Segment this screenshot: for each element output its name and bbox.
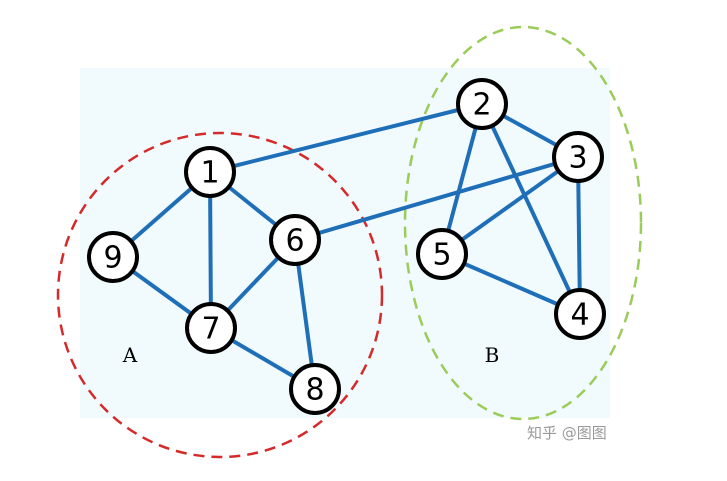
- node-circle-2: [456, 78, 508, 130]
- watermark-text: 知乎 @图图: [527, 424, 607, 442]
- edge-2-4: [480, 102, 582, 316]
- node-5: 5: [416, 228, 468, 280]
- cluster-b-label: B: [485, 343, 500, 367]
- node-circle-5: [416, 228, 468, 280]
- node-circle-4: [554, 288, 606, 340]
- nodes-layer: 1 2 3 4 5 6 7 8 9: [87, 78, 606, 415]
- node-circle-8: [289, 363, 341, 415]
- node-6: 6: [269, 214, 321, 266]
- node-9: 9: [87, 231, 139, 283]
- cluster-a-label: A: [122, 343, 138, 367]
- node-label-7: 7: [201, 312, 220, 347]
- node-label-9: 9: [103, 241, 122, 276]
- node-label-1: 1: [200, 156, 219, 191]
- edge-6-3: [293, 155, 580, 242]
- node-circle-3: [552, 131, 604, 183]
- edge-1-2: [208, 102, 484, 174]
- node-circle-1: [184, 146, 236, 198]
- node-label-2: 2: [472, 88, 491, 123]
- edge-1-7: [208, 170, 213, 330]
- cluster-a-boundary: [56, 131, 384, 459]
- background-panel: [80, 68, 610, 418]
- node-3: 3: [552, 131, 604, 183]
- node-label-4: 4: [570, 298, 589, 333]
- node-circle-7: [185, 302, 237, 354]
- node-8: 8: [289, 363, 341, 415]
- node-7: 7: [185, 302, 237, 354]
- node-label-5: 5: [432, 238, 451, 273]
- node-label-8: 8: [305, 373, 324, 408]
- edge-3-4: [576, 155, 582, 316]
- node-2: 2: [456, 78, 508, 130]
- node-label-3: 3: [568, 141, 587, 176]
- node-circle-9: [87, 231, 139, 283]
- node-1: 1: [184, 146, 236, 198]
- cluster-b-boundary: [403, 25, 643, 421]
- node-circle-6: [269, 214, 321, 266]
- edge-3-5: [440, 155, 580, 256]
- node-4: 4: [554, 288, 606, 340]
- node-label-6: 6: [285, 224, 304, 259]
